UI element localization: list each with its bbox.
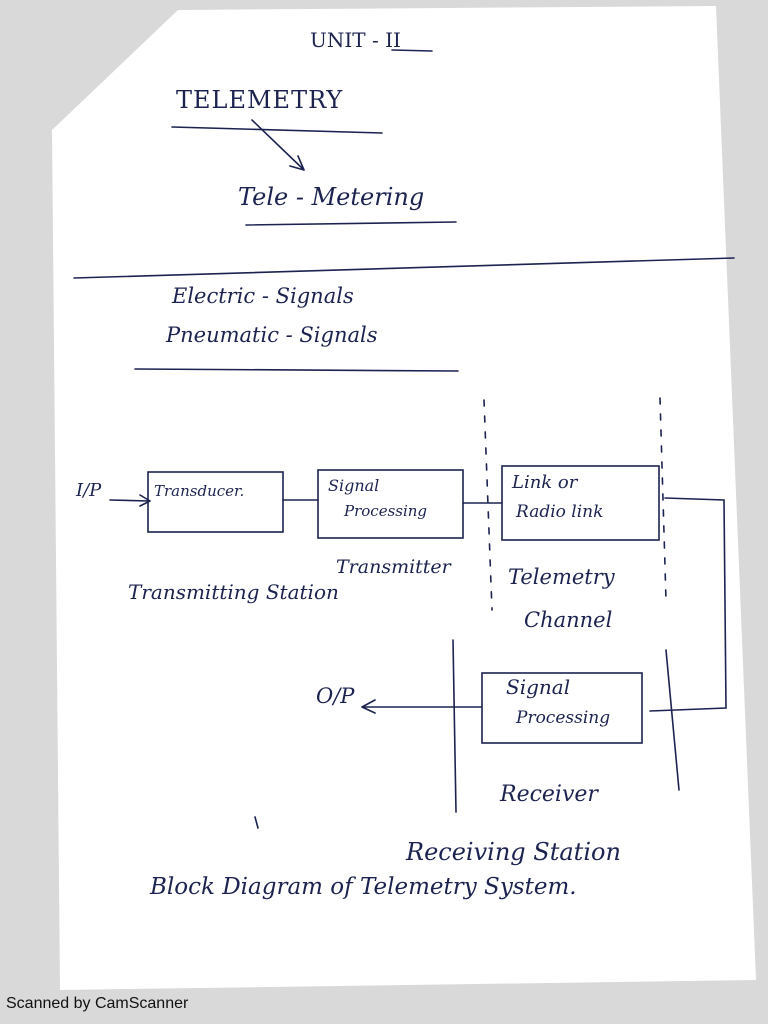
input-label: I/P [76, 480, 102, 501]
link-label-line2: Radio link [516, 502, 604, 522]
return-loop [649, 497, 727, 712]
link-block [501, 465, 660, 541]
page-title: TELEMETRY [176, 86, 344, 114]
signal-processing-rx-label-line1: Signal [506, 675, 571, 699]
telemetering-underline [245, 221, 457, 226]
receiver-label: Receiver [500, 782, 598, 807]
signal-type-pneumatic: Pneumatic - Signals [166, 323, 378, 347]
telemetry-channel-label-line1: Telemetry [508, 565, 615, 589]
receiver-boundary-left [452, 639, 457, 813]
output-label: O/P [316, 684, 355, 708]
transducer-label: Transducer. [154, 482, 245, 500]
diagram-caption: Block Diagram of Telemetry System. [150, 874, 577, 900]
signal-processing-rx-label-line2: Processing [516, 708, 611, 728]
telemetry-underline [171, 126, 383, 134]
transmitter-label: Transmitter [336, 556, 451, 578]
link-label-line1: Link or [512, 472, 578, 493]
channel-boundary-right [659, 397, 667, 601]
pen-mark [254, 816, 259, 829]
signal-type-electric: Electric - Signals [172, 284, 354, 308]
unit-underline [391, 49, 433, 52]
section-divider [73, 257, 735, 279]
signals-underline [134, 368, 459, 372]
transmitting-station-label: Transmitting Station [128, 580, 339, 604]
receiving-station-label: Receiving Station [406, 838, 621, 866]
unit-heading: UNIT - II [310, 28, 401, 52]
scanner-watermark: Scanned by CamScanner [6, 995, 189, 1012]
paper-sheet [52, 6, 756, 990]
signal-processing-tx-label-line1: Signal [328, 476, 380, 495]
channel-boundary-left [483, 399, 493, 611]
transducer-block [147, 471, 284, 533]
signal-processing-tx-block [317, 469, 464, 539]
receiver-boundary-right [665, 649, 680, 791]
arrow-down-icon [251, 119, 305, 171]
output-arrow [361, 699, 483, 714]
telemetry-channel-label-line2: Channel [524, 608, 613, 632]
signal-processing-tx-label-line2: Processing [344, 502, 428, 520]
subtitle: Tele - Metering [238, 183, 425, 211]
signal-processing-rx-block [481, 672, 643, 744]
